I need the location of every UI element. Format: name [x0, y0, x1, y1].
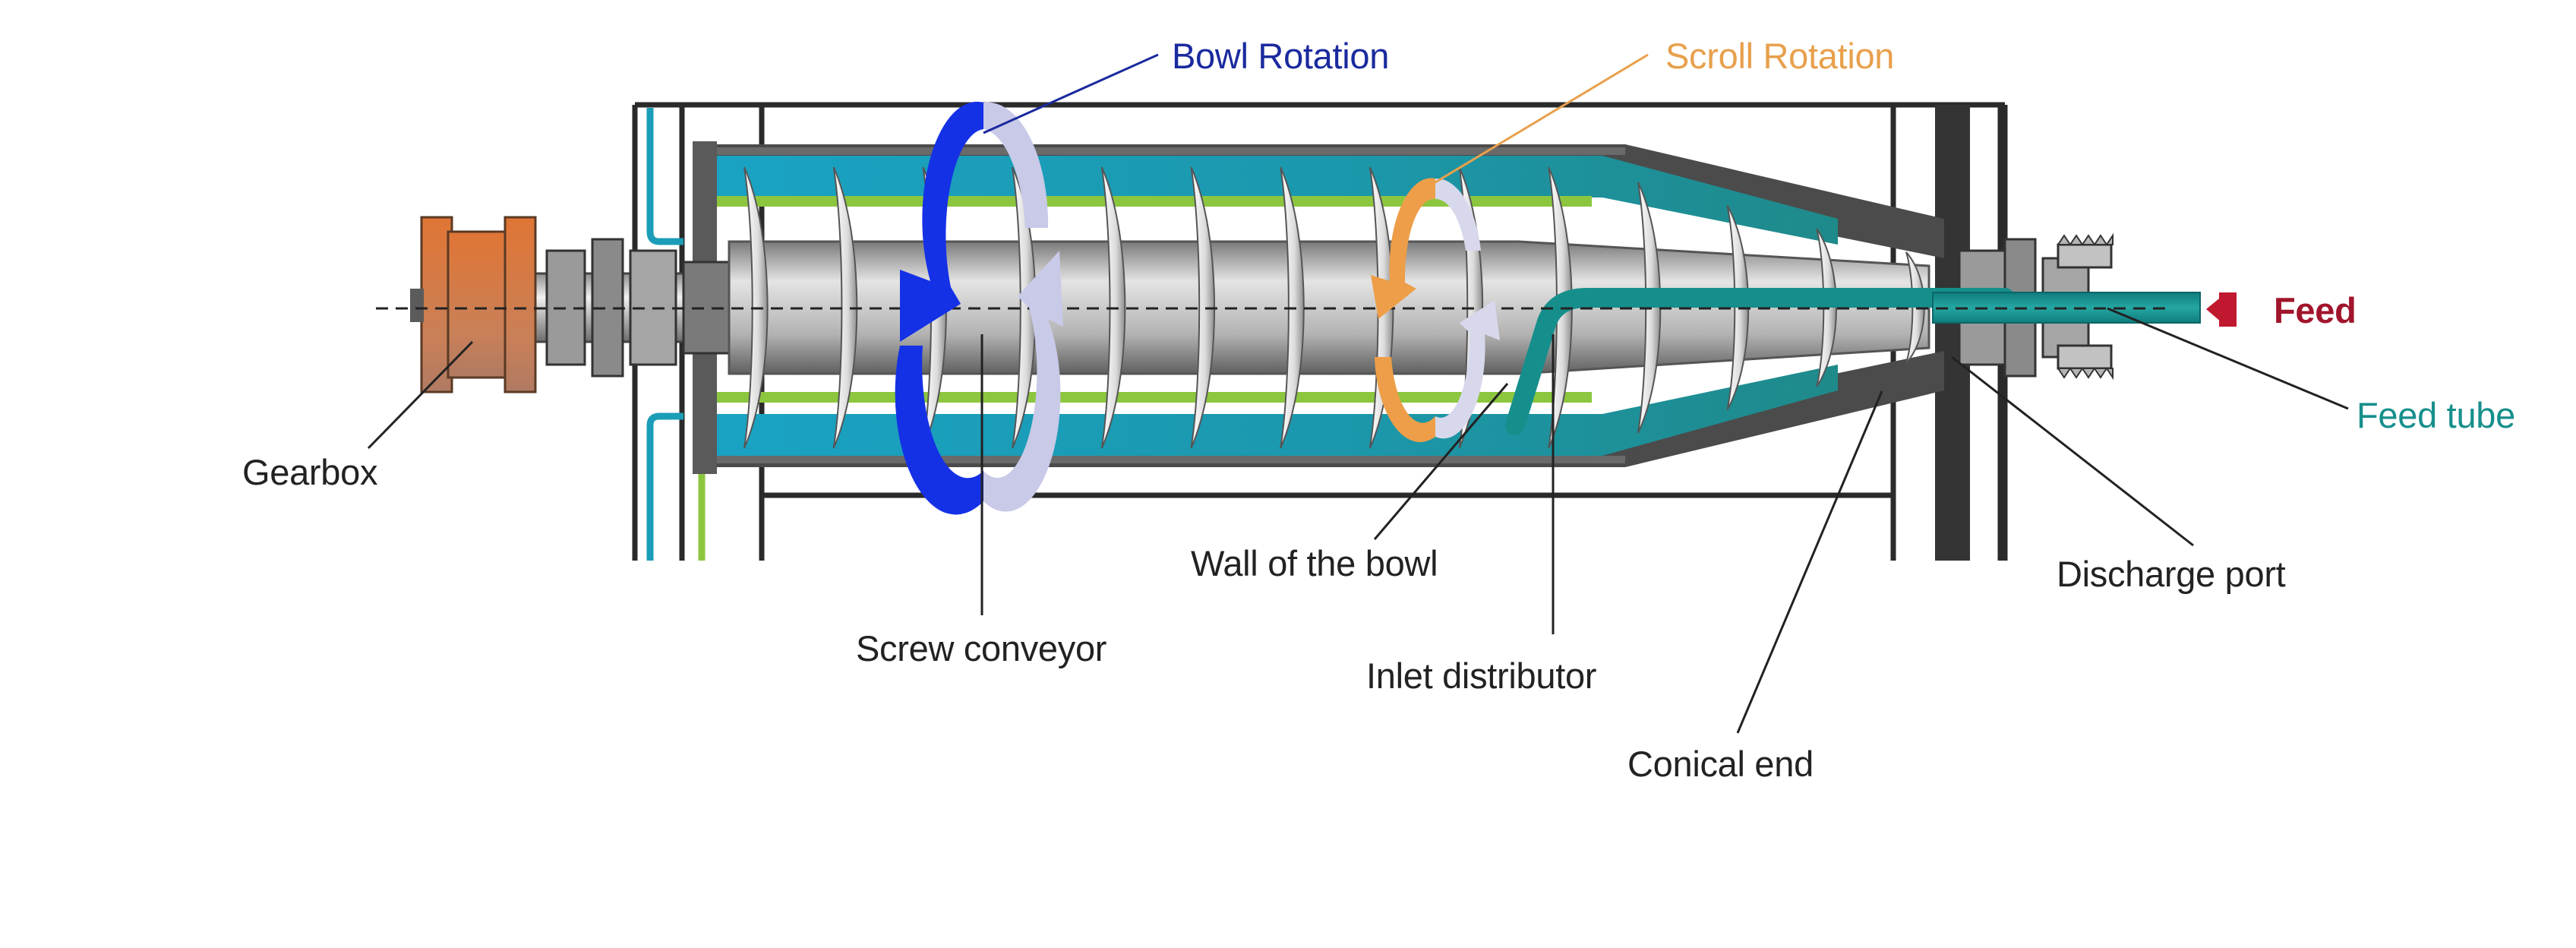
screw-flight: [832, 166, 858, 449]
feed-label: Feed: [2274, 290, 2357, 330]
bowl-rotation-arrow-icon: [895, 101, 1063, 515]
discharge-port-label: Discharge port: [2057, 554, 2286, 594]
scroll-rotation-label: Scroll Rotation: [1665, 36, 1895, 76]
feed-tube-label: Feed tube: [2357, 395, 2515, 435]
screw-flight: [1012, 166, 1037, 449]
scroll-rotation-arrow-icon: [1371, 178, 1500, 442]
wall-of-bowl-label: Wall of the bowl: [1191, 543, 1438, 583]
conical-end-label: Conical end: [1627, 744, 1814, 784]
leader-lines: [367, 53, 2349, 734]
gearbox: [410, 216, 537, 393]
gearbox-label: Gearbox: [242, 452, 378, 492]
bowl-rotation-label: Bowl Rotation: [1172, 36, 1390, 76]
inlet-distributor-pipe: [1505, 288, 2015, 435]
feed-arrow-icon: [2206, 292, 2237, 327]
screw-flight: [1190, 166, 1216, 449]
inlet-distributor-label: Inlet distributor: [1366, 656, 1597, 696]
screw-conveyor-label: Screw conveyor: [856, 628, 1107, 668]
gear-teeth: [2057, 232, 2114, 381]
